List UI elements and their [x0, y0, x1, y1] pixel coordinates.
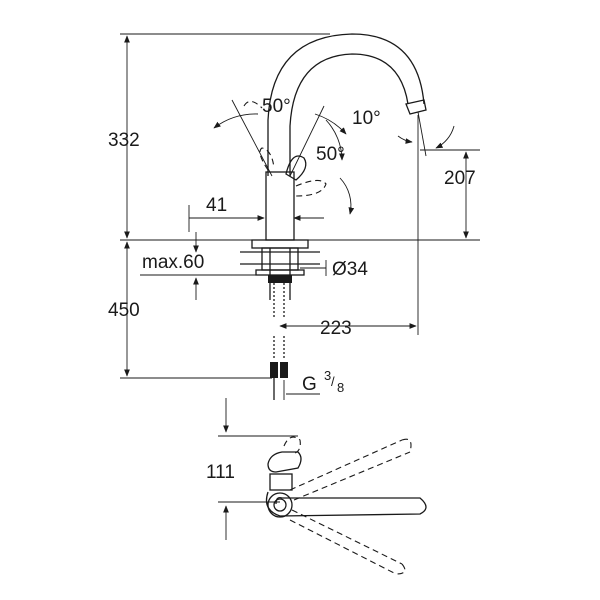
angle-10: 10° — [352, 108, 455, 157]
dim-label-207: 207 — [444, 168, 476, 189]
faucet-side-view — [243, 33, 427, 241]
faucet-top-view: 111 — [206, 398, 427, 575]
dimension-41: 41 — [188, 195, 324, 232]
dim-label-g: G — [302, 374, 317, 395]
dim-label-111: 111 — [206, 462, 235, 483]
dim-label-450: 450 — [108, 300, 140, 321]
dimension-223: 223 — [279, 318, 417, 339]
dim-label-g-den: 8 — [337, 380, 344, 395]
dim-label-50-top: 50° — [262, 96, 291, 117]
dimension-g38: G 3 / 8 — [283, 368, 344, 400]
mounting-assembly — [240, 239, 320, 300]
dim-label-10: 10° — [352, 108, 381, 129]
dim-label-max60: max.60 — [142, 252, 204, 273]
extension-lines — [120, 33, 480, 379]
dim-label-g-slash: / — [331, 374, 335, 389]
dimension-max60: max.60 — [140, 232, 266, 300]
dimension-207: 207 — [444, 151, 476, 239]
dim-label-g-num: 3 — [324, 368, 331, 383]
dimension-diameter34: Ø34 — [300, 259, 368, 280]
dim-label-332: 332 — [108, 130, 140, 151]
dimension-450: 450 — [108, 241, 140, 377]
dimension-332: 332 — [108, 35, 140, 239]
dim-label-diameter34: Ø34 — [332, 259, 368, 280]
dim-label-50-lever: 50° — [316, 144, 345, 165]
dim-label-223: 223 — [320, 318, 352, 339]
dim-label-41: 41 — [206, 195, 227, 216]
hoses — [270, 283, 288, 400]
angle-50-lever: 50° — [316, 119, 355, 215]
